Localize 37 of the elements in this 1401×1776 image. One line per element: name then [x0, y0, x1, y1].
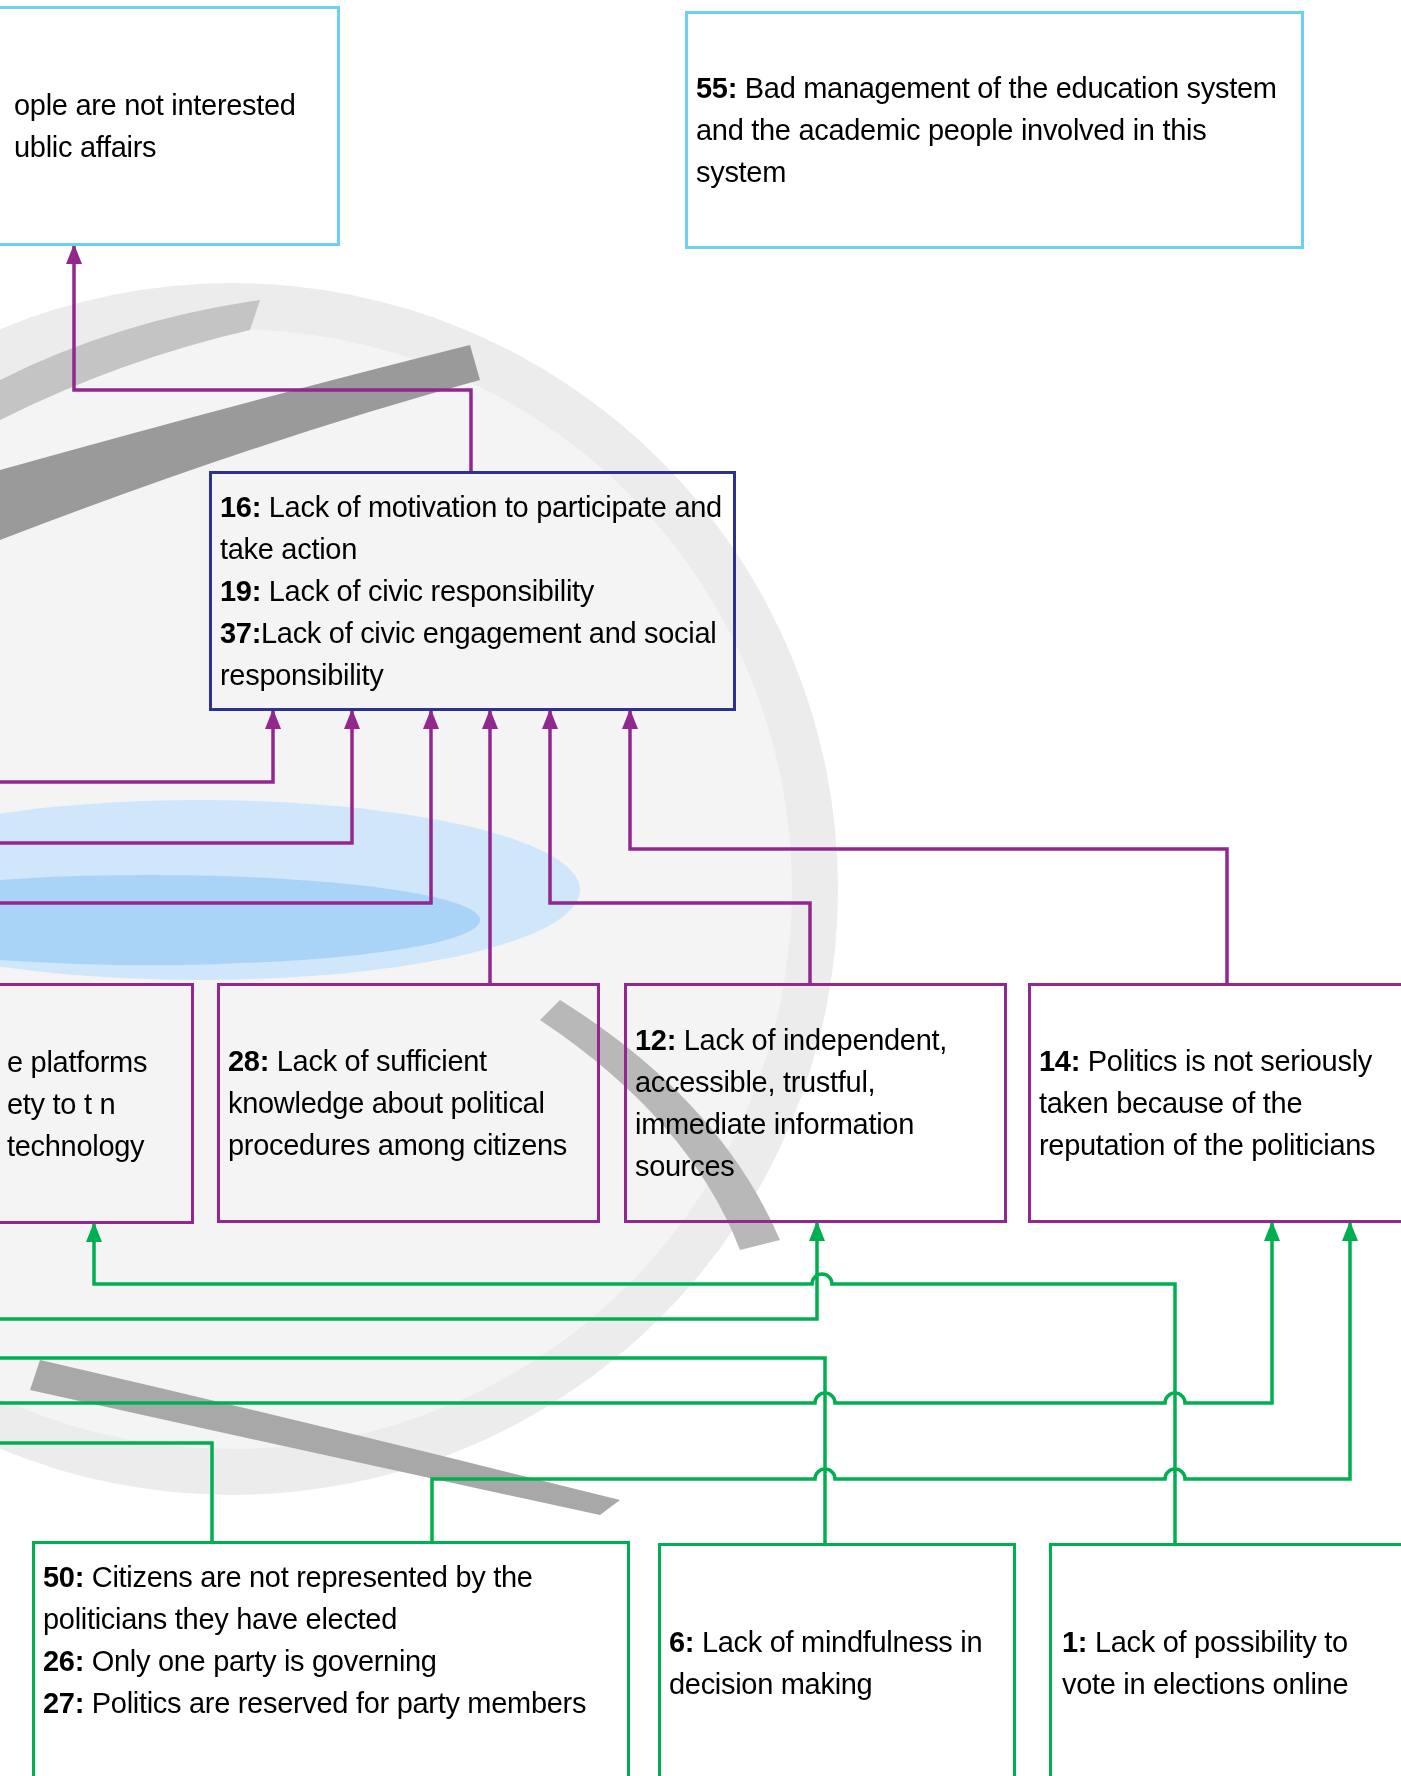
cause-box — [1049, 1543, 1401, 1776]
connector-arrow — [542, 709, 812, 983]
connector-arrow — [482, 709, 498, 983]
cause-text: e platforms ety to t n technology — [7, 1044, 149, 1164]
connector-arrow — [66, 244, 473, 471]
cause-text: 14: Politics is not seriously taken because of the reputation of the politicians — [1039, 1044, 1377, 1163]
cause-text: 12: Lack of independent, accessible, trustful, immediate information sources — [635, 1023, 949, 1184]
connector-arrow — [0, 709, 281, 784]
connector-arrow — [430, 1221, 1358, 1541]
cause-box — [209, 471, 736, 711]
cause-box — [217, 983, 600, 1223]
cause-box — [1028, 983, 1401, 1223]
cause-text: 6: Lack of mindfulness in decision making — [669, 1625, 984, 1702]
cause-box — [0, 6, 340, 246]
cause-text: 27: Politics are reserved for party members — [43, 1686, 588, 1721]
cause-box — [32, 1541, 630, 1776]
cause-text: 55: Bad management of the education system and the academic people involved in this system — [696, 71, 1278, 190]
cause-text: 50: Citizens are not represented by the politicians they have elected — [43, 1560, 534, 1637]
cause-text: 26: Only one party is governing — [43, 1644, 438, 1679]
connector-line — [0, 1441, 214, 1541]
connector-line — [0, 1356, 827, 1543]
cause-text: 19: Lack of civic responsibility — [220, 574, 595, 609]
cause-box — [685, 11, 1304, 249]
cause-text: ople are not interested ublic affairs — [14, 88, 297, 165]
cause-text: 16: Lack of motivation to participate and take action — [220, 490, 723, 567]
connector-arrow — [86, 1222, 1177, 1543]
cause-box — [624, 983, 1007, 1223]
cause-text: 37:Lack of civic engagement and social responsibility — [220, 616, 718, 693]
connector-arrow — [0, 1221, 825, 1321]
connector-arrow — [622, 709, 1229, 983]
cause-box — [0, 983, 194, 1224]
connector-arrow — [0, 1221, 1280, 1405]
cause-text: 28: Lack of sufficient knowledge about political procedures among citizens — [228, 1044, 569, 1163]
cause-text: 1: Lack of possibility to vote in elections online — [1062, 1625, 1350, 1702]
connector-arrow — [0, 709, 360, 845]
cause-box — [658, 1543, 1016, 1776]
connector-arrow — [0, 709, 439, 905]
